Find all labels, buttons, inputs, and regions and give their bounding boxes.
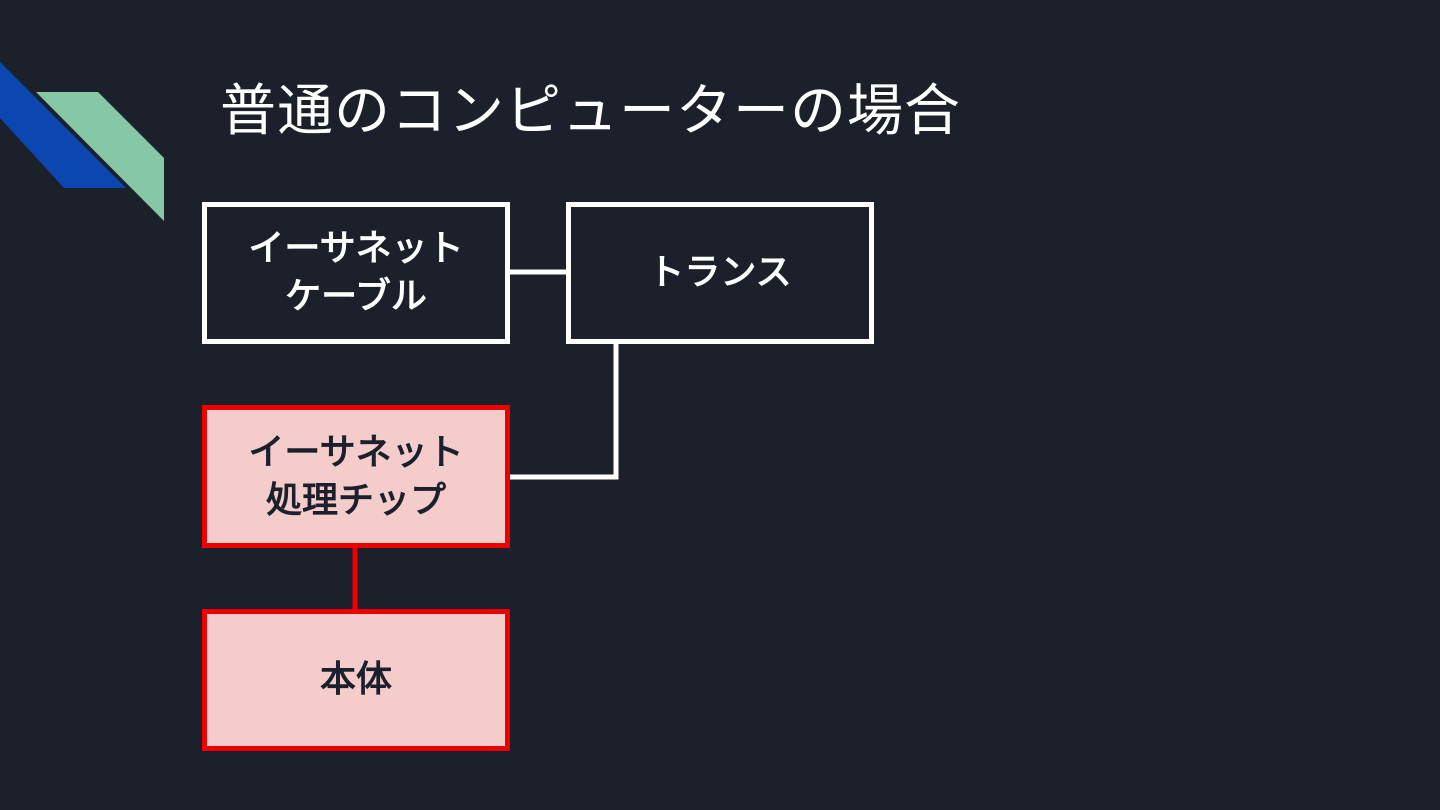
node-main-unit: 本体 bbox=[202, 609, 510, 751]
node-ethernet-chip: イーサネット 処理チップ bbox=[202, 405, 510, 548]
slide-title: 普通のコンピューターの場合 bbox=[220, 79, 961, 144]
node-ethernet-chip-label: イーサネット 処理チップ bbox=[248, 431, 464, 521]
corner-decoration bbox=[0, 62, 164, 221]
decoration-green-stripe bbox=[36, 92, 164, 221]
node-transformer: トランス bbox=[566, 202, 874, 344]
node-transformer-label: トランス bbox=[648, 252, 792, 293]
node-main-unit-label: 本体 bbox=[319, 659, 392, 700]
node-ethernet-cable: イーサネット ケーブル bbox=[202, 202, 510, 344]
decoration-blue-stripe bbox=[0, 62, 126, 188]
connector-transformer-to-chip bbox=[510, 344, 619, 480]
node-ethernet-cable-label: イーサネット ケーブル bbox=[248, 228, 464, 317]
